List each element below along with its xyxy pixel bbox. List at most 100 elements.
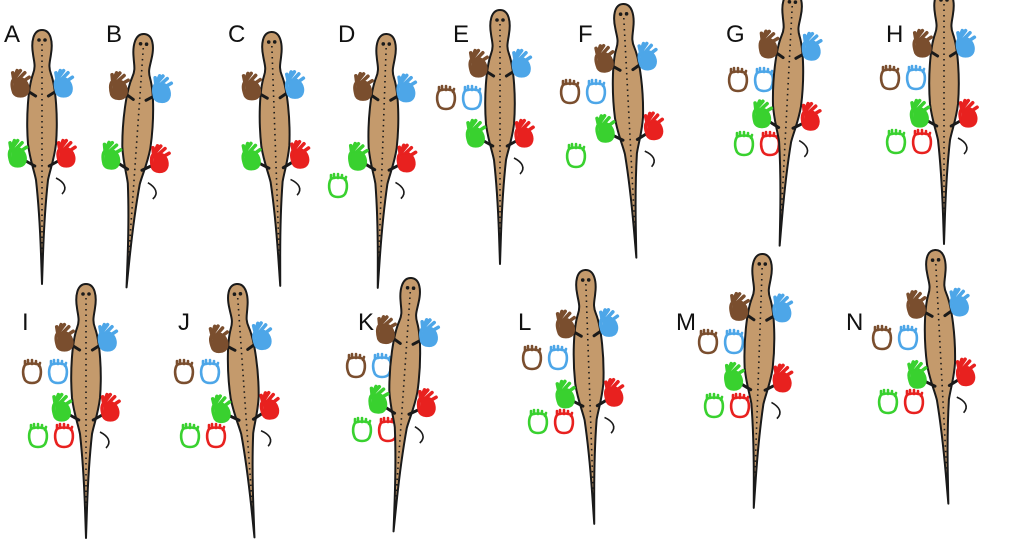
panel-label: C: [228, 21, 245, 48]
green-foot-icon: [723, 361, 746, 392]
green-foot-print-icon: [703, 392, 725, 419]
panel-n: N: [846, 248, 977, 506]
red-foot-icon: [514, 118, 535, 148]
green-foot-icon: [594, 113, 617, 144]
lizard-body: [26, 29, 58, 285]
green-foot-print-icon: [27, 422, 49, 449]
lizard-figure: [51, 283, 121, 539]
panel-h: H: [879, 0, 979, 245]
red-foot-icon: [958, 98, 979, 128]
panel-f: F: [559, 2, 665, 260]
blue-hand-print-icon: [585, 78, 607, 105]
lizard-figure: [347, 32, 418, 290]
green-foot-icon: [51, 392, 73, 422]
green-foot-icon: [240, 141, 263, 171]
brown-hand-print-icon: [559, 78, 581, 105]
motion-arc: [604, 416, 615, 434]
red-foot-icon: [289, 139, 311, 170]
brown-hand-icon: [108, 70, 131, 101]
green-foot-icon: [465, 118, 487, 148]
green-foot-print-icon: [877, 388, 899, 415]
panel-label: A: [4, 21, 20, 48]
brown-hand-icon: [208, 323, 231, 354]
brown-hand-print-icon: [697, 328, 719, 355]
green-foot-print-icon: [351, 416, 373, 443]
brown-hand-print-icon: [173, 358, 195, 385]
lizard-body: [362, 32, 403, 290]
red-foot-icon: [772, 363, 794, 393]
blue-hand-icon: [251, 320, 274, 351]
green-foot-icon: [367, 384, 390, 415]
red-foot-icon: [56, 138, 77, 168]
red-foot-print-icon: [911, 128, 933, 155]
brown-hand-icon: [352, 71, 375, 102]
blue-hand-print-icon: [897, 324, 919, 351]
lizard-figure: [208, 282, 282, 540]
brown-hand-icon: [593, 43, 616, 74]
green-foot-print-icon: [527, 408, 549, 435]
lizard-figure: [905, 248, 977, 506]
panel-label: K: [358, 309, 374, 336]
lizard-figure: [240, 30, 311, 288]
blue-hand-icon: [636, 41, 659, 71]
panel-c: C: [228, 21, 311, 288]
red-foot-print-icon: [759, 130, 781, 157]
brown-hand-print-icon: [871, 324, 893, 351]
brown-hand-print-icon: [435, 84, 457, 111]
panel-d: D: [327, 21, 418, 290]
brown-hand-icon: [241, 71, 263, 101]
green-foot-print-icon: [733, 130, 755, 157]
lizard-figure: [367, 276, 441, 534]
blue-hand-icon: [97, 322, 119, 352]
lizard-body: [70, 283, 102, 539]
panel-label: J: [178, 309, 190, 336]
panel-a: A: [4, 21, 77, 285]
blue-hand-print-icon: [199, 358, 221, 385]
panel-e: E: [435, 9, 535, 265]
lizard-body: [255, 30, 296, 288]
brown-hand-print-icon: [345, 352, 367, 379]
lizard-figure: [723, 252, 794, 510]
blue-hand-icon: [284, 69, 306, 100]
blue-hand-icon: [948, 287, 971, 317]
red-foot-icon: [258, 390, 282, 421]
brown-hand-print-icon: [879, 64, 901, 91]
panel-label: M: [676, 309, 696, 336]
green-foot-icon: [7, 138, 29, 168]
brown-hand-print-icon: [727, 66, 749, 93]
panel-label: E: [453, 21, 469, 48]
panel-m: M: [676, 252, 794, 510]
blue-hand-icon: [598, 307, 620, 338]
panel-label: N: [846, 309, 863, 336]
motion-arc: [798, 139, 809, 158]
red-foot-icon: [800, 101, 822, 132]
red-foot-print-icon: [205, 422, 227, 449]
blue-hand-icon: [395, 73, 418, 103]
blue-hand-icon: [418, 317, 441, 348]
lizard-figure: [465, 9, 535, 265]
brown-hand-icon: [375, 314, 398, 345]
motion-arc: [957, 137, 968, 155]
motion-arc: [147, 181, 157, 200]
red-foot-print-icon: [729, 392, 751, 419]
brown-hand-icon: [468, 48, 489, 78]
panel-j: J: [173, 282, 282, 540]
motion-arc: [55, 177, 66, 195]
red-foot-print-icon: [553, 408, 575, 435]
blue-hand-icon: [151, 73, 174, 104]
green-foot-icon: [909, 98, 931, 128]
panel-label: H: [886, 21, 903, 48]
red-foot-icon: [603, 377, 625, 408]
motion-arc: [260, 429, 272, 447]
lizard-figure: [7, 29, 77, 285]
lizard-body: [484, 9, 516, 265]
panel-g: G: [726, 0, 823, 248]
green-foot-print-icon: [179, 422, 201, 449]
green-foot-icon: [100, 140, 123, 171]
green-foot-icon: [554, 379, 577, 409]
red-foot-icon: [643, 110, 665, 141]
lizard-figure: [554, 268, 625, 526]
blue-hand-icon: [801, 31, 823, 62]
panel-k: K: [345, 276, 441, 534]
